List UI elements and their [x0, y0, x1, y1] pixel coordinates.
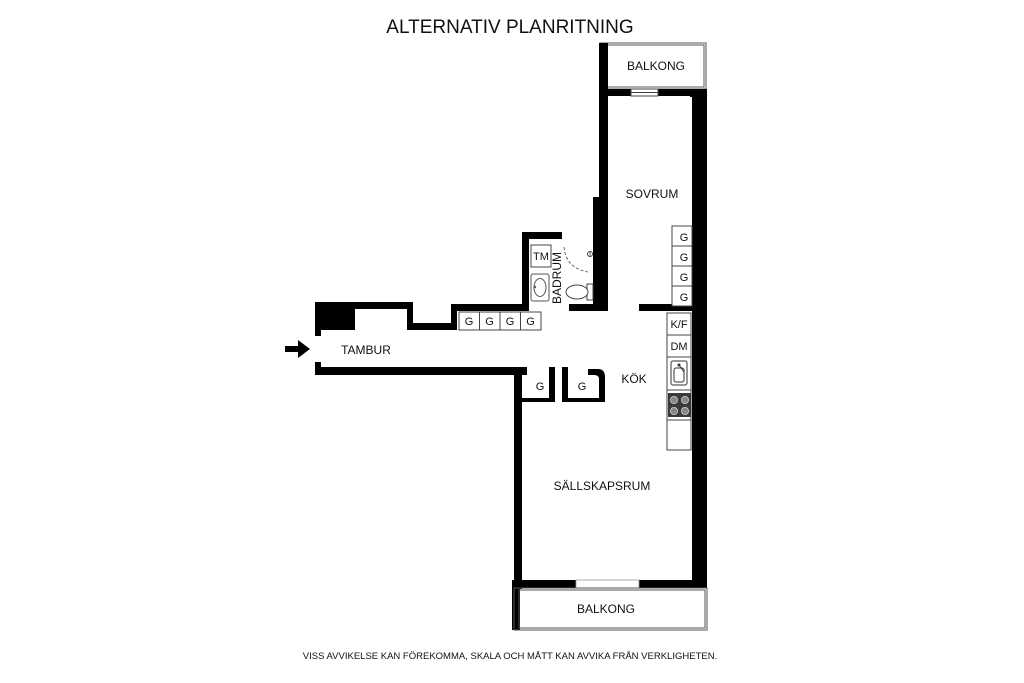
- entrance-arrow-icon: [285, 340, 310, 358]
- disclaimer-footer: VISS AVVIKELSE KAN FÖREKOMMA, SKALA OCH …: [303, 651, 717, 662]
- room-label-balkong-bottom: BALKONG: [577, 602, 635, 616]
- room-label-badrum: BADRUM: [550, 252, 564, 304]
- sink-icon: [670, 360, 688, 386]
- wardrobe-label: G: [536, 381, 545, 393]
- dishwasher-label: DM: [670, 341, 687, 353]
- windows: [575, 88, 659, 589]
- stove-icon: [668, 393, 691, 417]
- wardrobe-label: G: [578, 381, 587, 393]
- room-label-sallskapsrum: SÄLLSKAPSRUM: [554, 479, 651, 493]
- room-label-balkong-top: BALKONG: [627, 59, 685, 73]
- washbasin-icon: [530, 273, 550, 302]
- wardrobe-label: G: [680, 272, 689, 284]
- balcony-bottom: [513, 587, 708, 631]
- wardrobe-label: G: [526, 316, 535, 328]
- wardrobe-label: G: [680, 252, 689, 264]
- wardrobe-label: G: [680, 292, 689, 304]
- walls: [315, 89, 707, 630]
- wardrobe-label: G: [506, 316, 515, 328]
- shower-icon: [563, 246, 593, 273]
- tambur-wardrobes: [458, 311, 542, 331]
- fridge-label: K/F: [670, 319, 687, 331]
- washer-label: TM: [533, 251, 549, 263]
- wardrobe-label: G: [680, 232, 689, 244]
- wardrobe-label: G: [485, 316, 494, 328]
- sovrum-wardrobes: [671, 225, 693, 307]
- plan-title: ALTERNATIV PLANRITNING: [386, 17, 633, 38]
- room-label-kok: KÖK: [621, 372, 646, 386]
- washing-machine-box: [530, 244, 552, 268]
- toilet-icon: [565, 283, 594, 301]
- room-label-sovrum: SOVRUM: [626, 187, 679, 201]
- room-label-tambur: TAMBUR: [341, 343, 391, 357]
- wardrobe-label: G: [465, 316, 474, 328]
